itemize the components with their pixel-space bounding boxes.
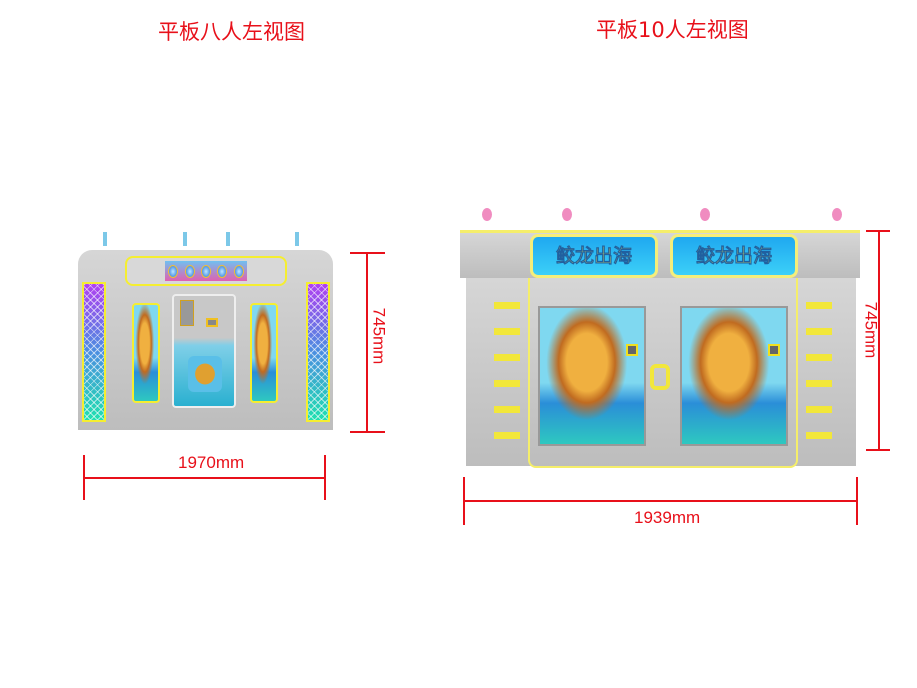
left-view-title: 平板八人左视图 bbox=[158, 20, 305, 44]
button-icon bbox=[233, 264, 244, 278]
yellow-stripe bbox=[806, 354, 832, 361]
button-icon bbox=[168, 264, 179, 278]
eight-player-machine-drawing bbox=[78, 232, 333, 432]
button-icon bbox=[200, 264, 211, 278]
cabinet-body bbox=[466, 278, 856, 466]
dimension-cap bbox=[350, 431, 385, 433]
joystick-icon bbox=[295, 232, 299, 246]
coin-slot-icon bbox=[180, 300, 194, 326]
emblem-icon bbox=[188, 356, 222, 392]
dimension-cap bbox=[856, 477, 858, 525]
button-icon bbox=[184, 264, 195, 278]
right-view-title: 平板10人左视图 bbox=[596, 18, 749, 42]
joystick-icon bbox=[700, 208, 710, 221]
left-width-label: 1970mm bbox=[178, 453, 245, 472]
dimension-cap bbox=[83, 455, 85, 500]
banner-right: 鲛龙出海 bbox=[670, 234, 798, 278]
joystick-icon bbox=[103, 232, 107, 246]
center-panel-outline bbox=[528, 278, 798, 468]
dimension-cap bbox=[350, 252, 385, 254]
right-height-dimension-line bbox=[878, 230, 880, 450]
left-height-label: 745mm bbox=[369, 307, 389, 365]
bill-acceptor-icon bbox=[206, 318, 218, 327]
yellow-stripe bbox=[806, 328, 832, 335]
yellow-stripe bbox=[494, 406, 520, 413]
ten-player-machine-drawing: 鲛龙出海 鲛龙出海 bbox=[460, 206, 860, 468]
left-width-dimension-line bbox=[83, 477, 326, 479]
center-ornament bbox=[650, 364, 670, 390]
yellow-stripe bbox=[494, 432, 520, 439]
right-width-dimension-line bbox=[463, 500, 858, 502]
right-height-label: 745mm bbox=[861, 301, 881, 359]
joystick-icon bbox=[226, 232, 230, 246]
dragon-door-right bbox=[680, 306, 788, 446]
yellow-stripe bbox=[494, 328, 520, 335]
coin-door bbox=[172, 294, 236, 408]
left-height-dimension-line bbox=[366, 252, 368, 432]
left-light-panel bbox=[82, 282, 106, 422]
dragon-door-left bbox=[538, 306, 646, 446]
right-light-panel bbox=[306, 282, 330, 422]
dragon-art-left bbox=[132, 303, 160, 403]
right-width-label: 1939mm bbox=[634, 508, 701, 527]
joystick-icon bbox=[562, 208, 572, 221]
cabinet-top bbox=[460, 230, 860, 278]
control-strip bbox=[125, 256, 287, 286]
bill-acceptor-icon bbox=[626, 344, 638, 356]
joystick-icon bbox=[183, 232, 187, 246]
joystick-icon bbox=[832, 208, 842, 221]
yellow-stripe bbox=[806, 380, 832, 387]
bill-acceptor-icon bbox=[768, 344, 780, 356]
dimension-cap bbox=[866, 449, 890, 451]
yellow-stripe bbox=[494, 302, 520, 309]
button-icon bbox=[217, 264, 228, 278]
dimension-cap bbox=[324, 455, 326, 500]
yellow-stripe bbox=[806, 406, 832, 413]
yellow-stripe bbox=[494, 354, 520, 361]
joystick-icon bbox=[482, 208, 492, 221]
button-row bbox=[165, 261, 247, 281]
dimension-cap bbox=[463, 477, 465, 525]
yellow-stripe bbox=[806, 302, 832, 309]
yellow-stripe bbox=[494, 380, 520, 387]
banner-left: 鲛龙出海 bbox=[530, 234, 658, 278]
dimension-cap bbox=[866, 230, 890, 232]
dragon-art-right bbox=[250, 303, 278, 403]
yellow-stripe bbox=[806, 432, 832, 439]
